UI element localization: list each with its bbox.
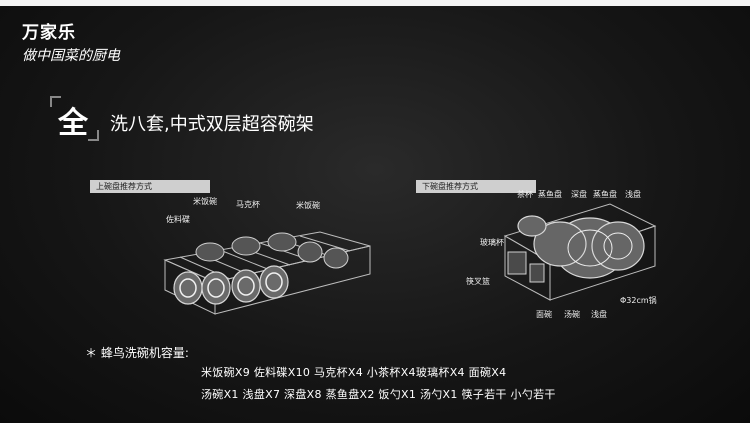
- lower-label-glass-cup: 玻璃杯: [480, 238, 504, 247]
- corner-bracket-top-left: [50, 96, 61, 107]
- lower-label-fish-plate-2: 蒸鱼盘: [593, 190, 617, 199]
- brand-logo: 万家乐 做中国菜的厨电: [22, 18, 120, 65]
- lower-label-noodle-bowl: 面碗: [536, 310, 552, 319]
- capacity-line-1: 米饭碗X9 佐料碟X10 马克杯X4 小茶杯X4玻璃杯X4 面碗X4: [201, 366, 507, 379]
- corner-bracket-bottom-right: [88, 130, 99, 141]
- lower-label-chopstick-basket: 筷叉篮: [466, 277, 490, 286]
- upper-rack-illustration: [163, 231, 371, 315]
- headline: 全 洗八套,中式双层超容碗架: [50, 96, 370, 142]
- brand-name: 万家乐: [22, 23, 76, 43]
- headline-text: 洗八套,中式双层超容碗架: [110, 114, 314, 135]
- lower-label-pot: Φ32cm锅: [620, 296, 657, 305]
- upper-label-sauce-dish: 佐料碟: [166, 215, 190, 224]
- top-bar: [0, 0, 750, 6]
- capacity-heading: ＊ 蜂鸟洗碗机容量:: [85, 346, 189, 360]
- brand-slogan: 做中国菜的厨电: [22, 48, 120, 64]
- upper-rack-tag: 上碗盘推荐方式: [90, 180, 210, 193]
- lower-label-fish-plate-1: 蒸鱼盘: [538, 190, 562, 199]
- lower-label-shallow-plate-2: 浅盘: [591, 310, 607, 319]
- lower-label-tea-cup: 茶杯: [517, 190, 533, 199]
- lower-label-soup-bowl: 汤碗: [564, 310, 580, 319]
- lower-rack-illustration: [503, 203, 657, 301]
- capacity-line-2: 汤碗X1 浅盘X7 深盘X8 蒸鱼盘X2 饭勺X1 汤勺X1 筷子若干 小勺若干: [201, 388, 556, 401]
- headline-big-char: 全: [58, 106, 88, 141]
- lower-rack-tag: 下碗盘推荐方式: [416, 180, 536, 193]
- lower-label-shallow-plate-1: 浅盘: [625, 190, 641, 199]
- upper-label-mug: 马克杯: [236, 200, 260, 209]
- lower-label-deep-plate: 深盘: [571, 190, 587, 199]
- upper-label-rice-bowl-2: 米饭碗: [296, 201, 320, 210]
- upper-label-rice-bowl-1: 米饭碗: [193, 197, 217, 206]
